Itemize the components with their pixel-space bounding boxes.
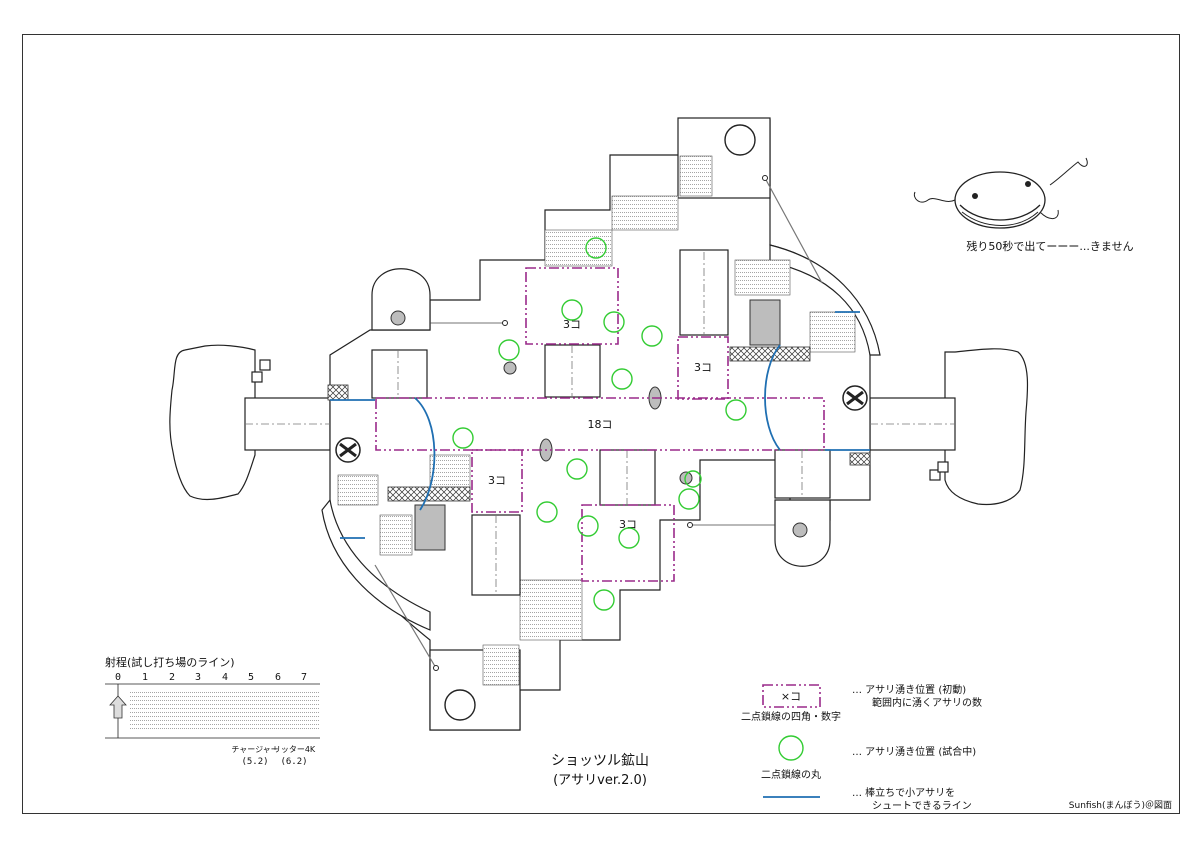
right-fan-icon (842, 385, 868, 411)
clam-zones: 18コ 3コ 3コ 3コ 3コ (375, 267, 825, 582)
range-tick: 4 (222, 672, 228, 683)
zone-top-left (525, 267, 619, 345)
legend-zone-sample-label: ×コ (781, 690, 801, 703)
legend-zone-sample (762, 684, 821, 708)
legend-line-desc-2: シュートできるライン (872, 800, 972, 812)
range-tick: 7 (301, 672, 307, 683)
range-tick: 6 (275, 672, 281, 683)
legend: ×コ 二点鎖線の四角・数字 … アサリ湧き位置 (初動) 範囲内に湧くアサリの数… (741, 683, 982, 812)
map-terrain (169, 117, 1029, 731)
zone-bottom-left-label: 3コ (488, 474, 506, 487)
spawn-circle (498, 339, 520, 361)
mascot-caption: 残り50秒で出てーーー...きません (966, 239, 1133, 253)
spawn-circle (536, 501, 558, 523)
range-tick: 5 (248, 672, 254, 683)
spawn-circle (603, 311, 625, 333)
left-fan-icon (335, 437, 361, 463)
eliter-marker-name: リッター4K (273, 745, 316, 754)
legend-zone-desc-1: … アサリ湧き位置 (初動) (852, 683, 966, 696)
zone-bottom-right-label: 3コ (619, 518, 637, 531)
spawn-circle (611, 368, 633, 390)
range-scale-title: 射程(試し打ち場のライン) (105, 655, 235, 669)
spawn-circle (641, 325, 663, 347)
spawn-circle (684, 470, 702, 488)
spawn-circle (678, 488, 700, 510)
legend-circle-caption: 二点鎖線の丸 (761, 768, 821, 781)
legend-spawn-circle (778, 735, 804, 761)
spawn-circle (593, 589, 615, 611)
charger-marker-name: チャージャー (231, 745, 278, 754)
range-scale: 射程(試し打ち場のライン) 0 1 2 3 4 5 6 7 チャージャー (5.… (105, 655, 320, 767)
spawn-circle (566, 458, 588, 480)
legend-line-desc-1: … 棒立ちで小アサリを (852, 786, 955, 799)
range-tick: 1 (142, 672, 148, 683)
clam-spawn-points (452, 237, 747, 611)
charger-marker-value: (5.2) (241, 757, 268, 767)
credit-text: Sunfish(まんぼう)＠図面 (1069, 800, 1172, 811)
legend-circle-desc: … アサリ湧き位置 (試合中) (852, 745, 976, 758)
spawn-circle (452, 427, 474, 449)
zone-top-right (677, 336, 729, 400)
eliter-marker-value: (6.2) (280, 757, 307, 767)
map-subtitle: (アサリver.2.0) (553, 773, 647, 788)
zone-bottom-left (471, 449, 523, 513)
player-icon (109, 695, 127, 719)
top-hole (724, 124, 756, 156)
spawn-circle (725, 399, 747, 421)
sunfish-mascot-icon (913, 157, 1088, 229)
map-title: ショッツル鉱山 (551, 752, 649, 769)
spawn-circle (561, 299, 583, 321)
spawn-circle (618, 527, 640, 549)
legend-zone-desc-2: 範囲内に湧くアサリの数 (872, 696, 982, 709)
spawn-circle (585, 237, 607, 259)
zone-bottom-right (581, 504, 675, 582)
zone-top-left-label: 3コ (563, 318, 581, 331)
zone-top-right-label: 3コ (694, 361, 712, 374)
zone-center (375, 397, 825, 451)
range-tick: 0 (115, 672, 121, 683)
range-tick: 2 (169, 672, 175, 683)
bottom-hole (444, 689, 476, 721)
map-sheet-border (22, 34, 1180, 814)
zone-center-label: 18コ (588, 418, 613, 431)
legend-zone-caption: 二点鎖線の四角・数字 (741, 710, 841, 723)
spawn-circle (577, 515, 599, 537)
range-tick: 3 (195, 672, 201, 683)
